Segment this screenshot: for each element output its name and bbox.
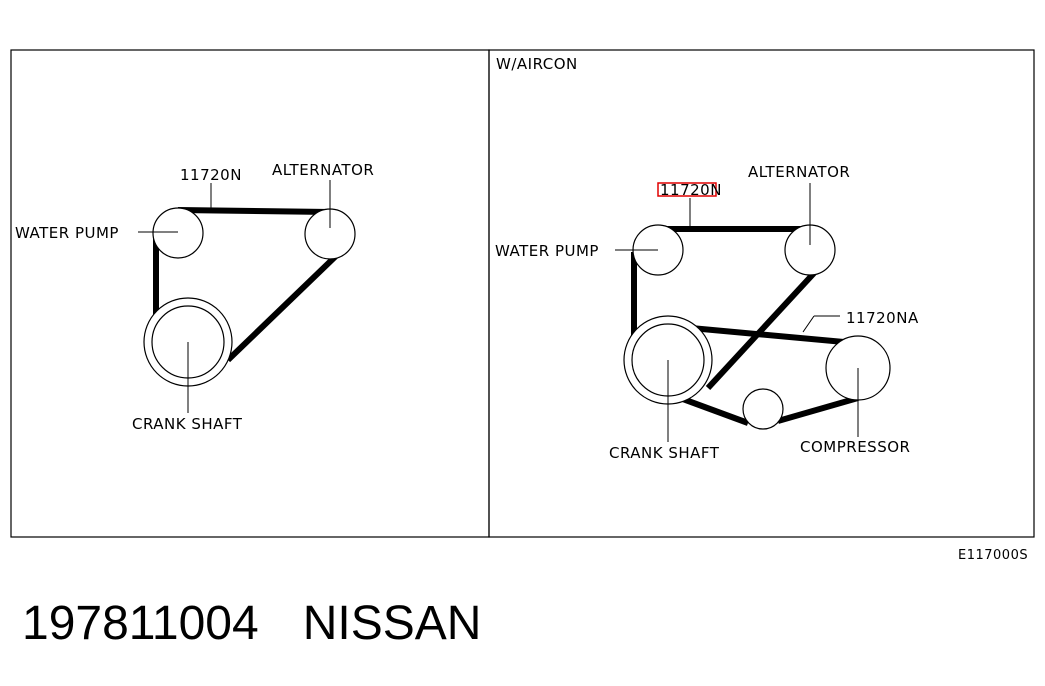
label-alternator: ALTERNATOR [272,161,374,179]
brand-name: NISSAN [302,597,482,650]
right-panel-title: W/AIRCON [496,55,578,73]
label-belt: 11720N [180,166,242,184]
water-pump-pulley [152,207,204,259]
label-belt-highlighted: 11720N [660,181,722,199]
left-panel: 11720N ALTERNATOR WATER PUMP CRANK SHAFT [15,161,374,433]
part-number: 197811004 [22,597,259,650]
belt-idler-compressor [777,395,859,424]
label-compressor: COMPRESSOR [800,438,910,456]
right-panel-frame [488,49,1035,538]
label-crank-shaft-ac: CRANK SHAFT [609,444,720,462]
label-water-pump-ac: WATER PUMP [495,242,599,260]
belt-routing-diagram: 11720N ALTERNATOR WATER PUMP CRANK SHAFT… [10,49,1035,563]
label-belt-ac: 11720NA [846,309,919,327]
belt-crank-compressor-top [679,324,856,346]
label-alternator-ac: ALTERNATOR [748,163,850,181]
label-crank-shaft: CRANK SHAFT [132,415,243,433]
idler-pulley [742,388,784,430]
belt-alternator-crank [225,252,340,363]
highlight-box [657,182,717,197]
belt-alternator-crank-ac [705,269,818,391]
right-panel: W/AIRCON 11720N ALTERNATOR WATER PUMP 11… [495,55,919,462]
diagram-code: E117000S [958,548,1028,563]
footer-caption: 197811004 NISSAN [22,596,481,651]
left-panel-frame [10,49,490,538]
leader-belt-ac-1 [802,315,815,333]
label-water-pump: WATER PUMP [15,224,119,242]
belt-water-alternator [177,207,331,215]
